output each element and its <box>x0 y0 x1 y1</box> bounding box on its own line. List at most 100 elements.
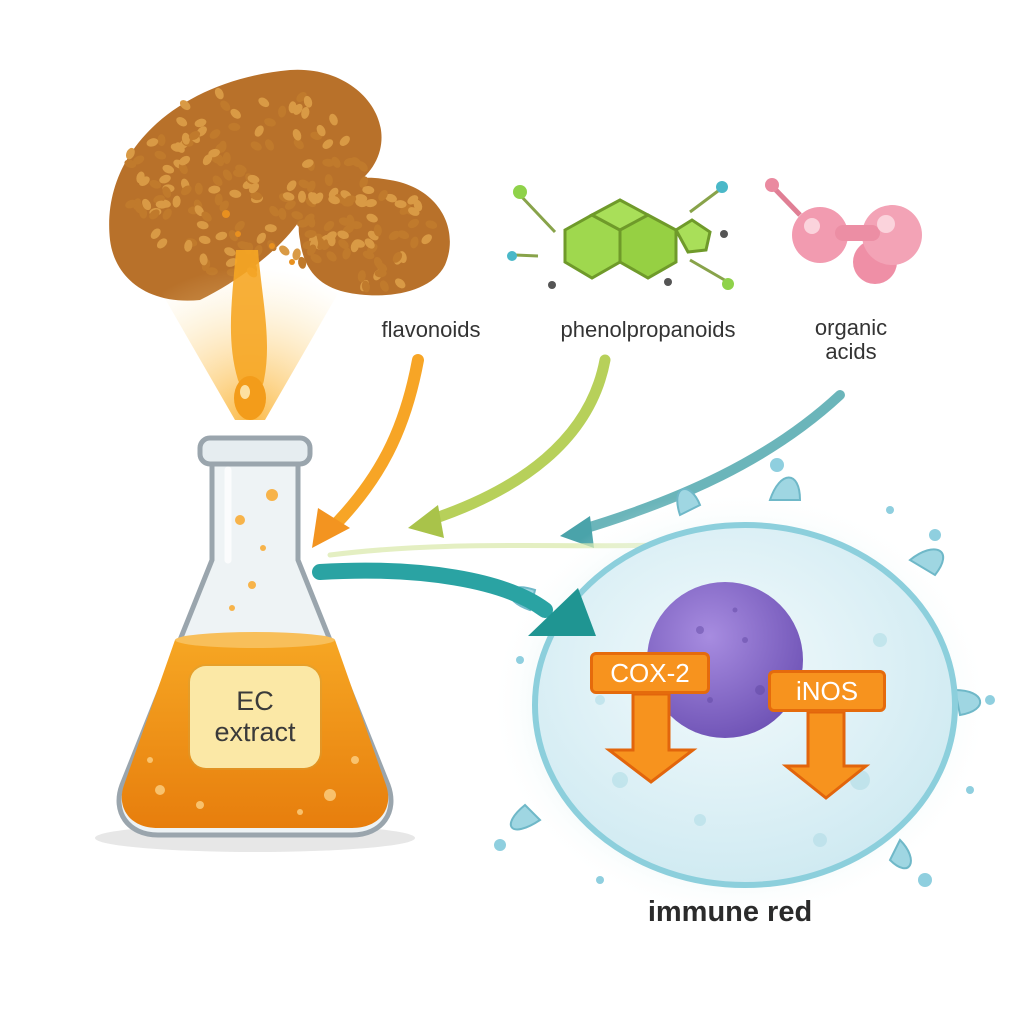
phenolpropanoids-label: phenolpropanoids <box>560 317 736 342</box>
grain <box>286 180 297 192</box>
grain <box>278 105 287 118</box>
grain <box>194 182 203 195</box>
grain <box>407 195 419 205</box>
grain <box>269 205 280 217</box>
grain <box>134 201 143 214</box>
grain <box>324 174 333 187</box>
grain <box>350 221 363 230</box>
grain <box>291 211 304 220</box>
grain <box>247 174 260 184</box>
grain <box>124 159 137 168</box>
grain <box>229 189 242 198</box>
grain <box>222 169 233 181</box>
grain <box>304 229 317 239</box>
grain <box>364 199 377 208</box>
grain <box>376 262 388 272</box>
grain <box>285 200 296 210</box>
extract-to-cell-arrow <box>312 562 596 636</box>
grain <box>316 124 326 137</box>
grain <box>374 269 387 278</box>
organic-acids-line1: organic <box>814 315 888 340</box>
grain <box>293 103 303 115</box>
flavonoids-label: flavonoids <box>381 317 481 342</box>
grain <box>196 220 209 230</box>
grain <box>355 194 368 203</box>
grain <box>155 200 168 209</box>
grain <box>297 190 307 203</box>
grain <box>357 270 366 283</box>
grain <box>310 254 322 264</box>
grain <box>156 238 168 249</box>
grain <box>159 174 171 184</box>
grain <box>142 198 152 211</box>
grain <box>181 132 190 145</box>
grain <box>250 191 263 201</box>
hexagon-molecule-icon <box>507 181 734 290</box>
grain <box>198 235 211 245</box>
grain <box>339 135 350 146</box>
grain <box>209 129 221 139</box>
grain <box>220 100 231 111</box>
organic-acids-label: organic acids <box>795 316 907 364</box>
grain <box>392 251 403 263</box>
grain <box>361 280 370 293</box>
grain <box>303 95 313 108</box>
grain <box>322 158 335 167</box>
grain <box>250 141 262 151</box>
grain <box>181 185 192 196</box>
grain <box>211 155 224 164</box>
grain <box>126 147 135 160</box>
organic-acids-line2: acids <box>825 338 877 364</box>
grain <box>188 130 201 141</box>
grain <box>407 218 420 229</box>
grain <box>179 155 191 166</box>
grain <box>425 220 438 229</box>
grain <box>194 118 207 128</box>
grain <box>224 247 236 257</box>
grain <box>304 213 315 224</box>
grain <box>316 237 325 250</box>
grain <box>208 185 221 194</box>
ec-label-line1: EC <box>236 685 274 716</box>
grain <box>264 139 275 151</box>
immune-cell-label: immune red <box>647 896 813 928</box>
grain <box>208 148 220 158</box>
grain <box>199 253 208 266</box>
grain <box>421 234 432 245</box>
grain <box>378 190 388 201</box>
inos-tag: iNOS <box>768 670 886 712</box>
grain <box>176 116 188 127</box>
grain <box>219 200 229 212</box>
grain <box>149 209 160 220</box>
grain <box>359 176 369 188</box>
cox2-tag: COX-2 <box>590 652 710 694</box>
grain <box>258 97 270 108</box>
grain <box>307 244 317 256</box>
grain <box>279 245 290 256</box>
grain <box>136 171 145 184</box>
grain <box>366 213 378 223</box>
grain <box>362 185 375 195</box>
grain <box>202 154 213 166</box>
grain <box>397 230 410 240</box>
grain <box>385 193 397 203</box>
grain <box>278 207 287 220</box>
grain <box>264 118 276 127</box>
grain <box>353 239 365 248</box>
grain <box>234 220 245 232</box>
grain <box>301 106 310 119</box>
grain <box>329 113 338 126</box>
grain <box>228 122 241 131</box>
grain <box>373 224 382 237</box>
grain <box>282 192 295 201</box>
grain <box>364 238 375 249</box>
organic-molecule-icon <box>765 178 922 284</box>
grain <box>149 179 162 189</box>
grain <box>323 220 335 232</box>
grain <box>256 232 266 244</box>
grain <box>357 161 368 172</box>
grain <box>394 200 407 209</box>
grain <box>132 155 145 165</box>
grain <box>298 256 307 269</box>
